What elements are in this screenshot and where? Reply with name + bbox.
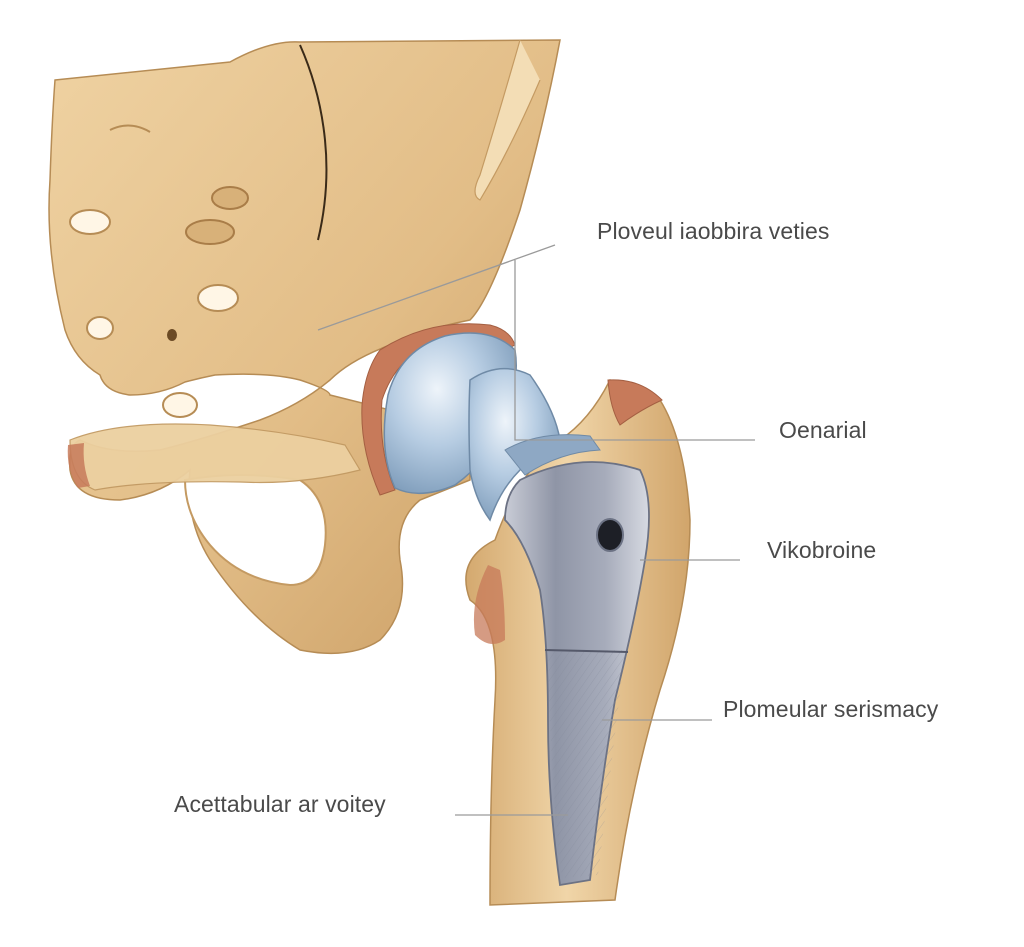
leader-line-oenarial bbox=[514, 260, 755, 441]
leader-lines bbox=[317, 244, 755, 816]
label-vikobroine: Vikobroine bbox=[767, 537, 877, 563]
femoral-neck-implant bbox=[468, 367, 561, 522]
label-oenarial: Oenarial bbox=[779, 417, 867, 443]
label-femoral-stem: Plomeular serismacy bbox=[723, 696, 939, 722]
leader-line-top bbox=[317, 244, 556, 331]
label-acetabular: Acettabular ar voitey bbox=[174, 791, 386, 817]
label-top: Ploveul iaobbira veties bbox=[597, 218, 830, 244]
pelvis-bone bbox=[48, 39, 561, 655]
femoral-stem-implant bbox=[504, 461, 650, 887]
